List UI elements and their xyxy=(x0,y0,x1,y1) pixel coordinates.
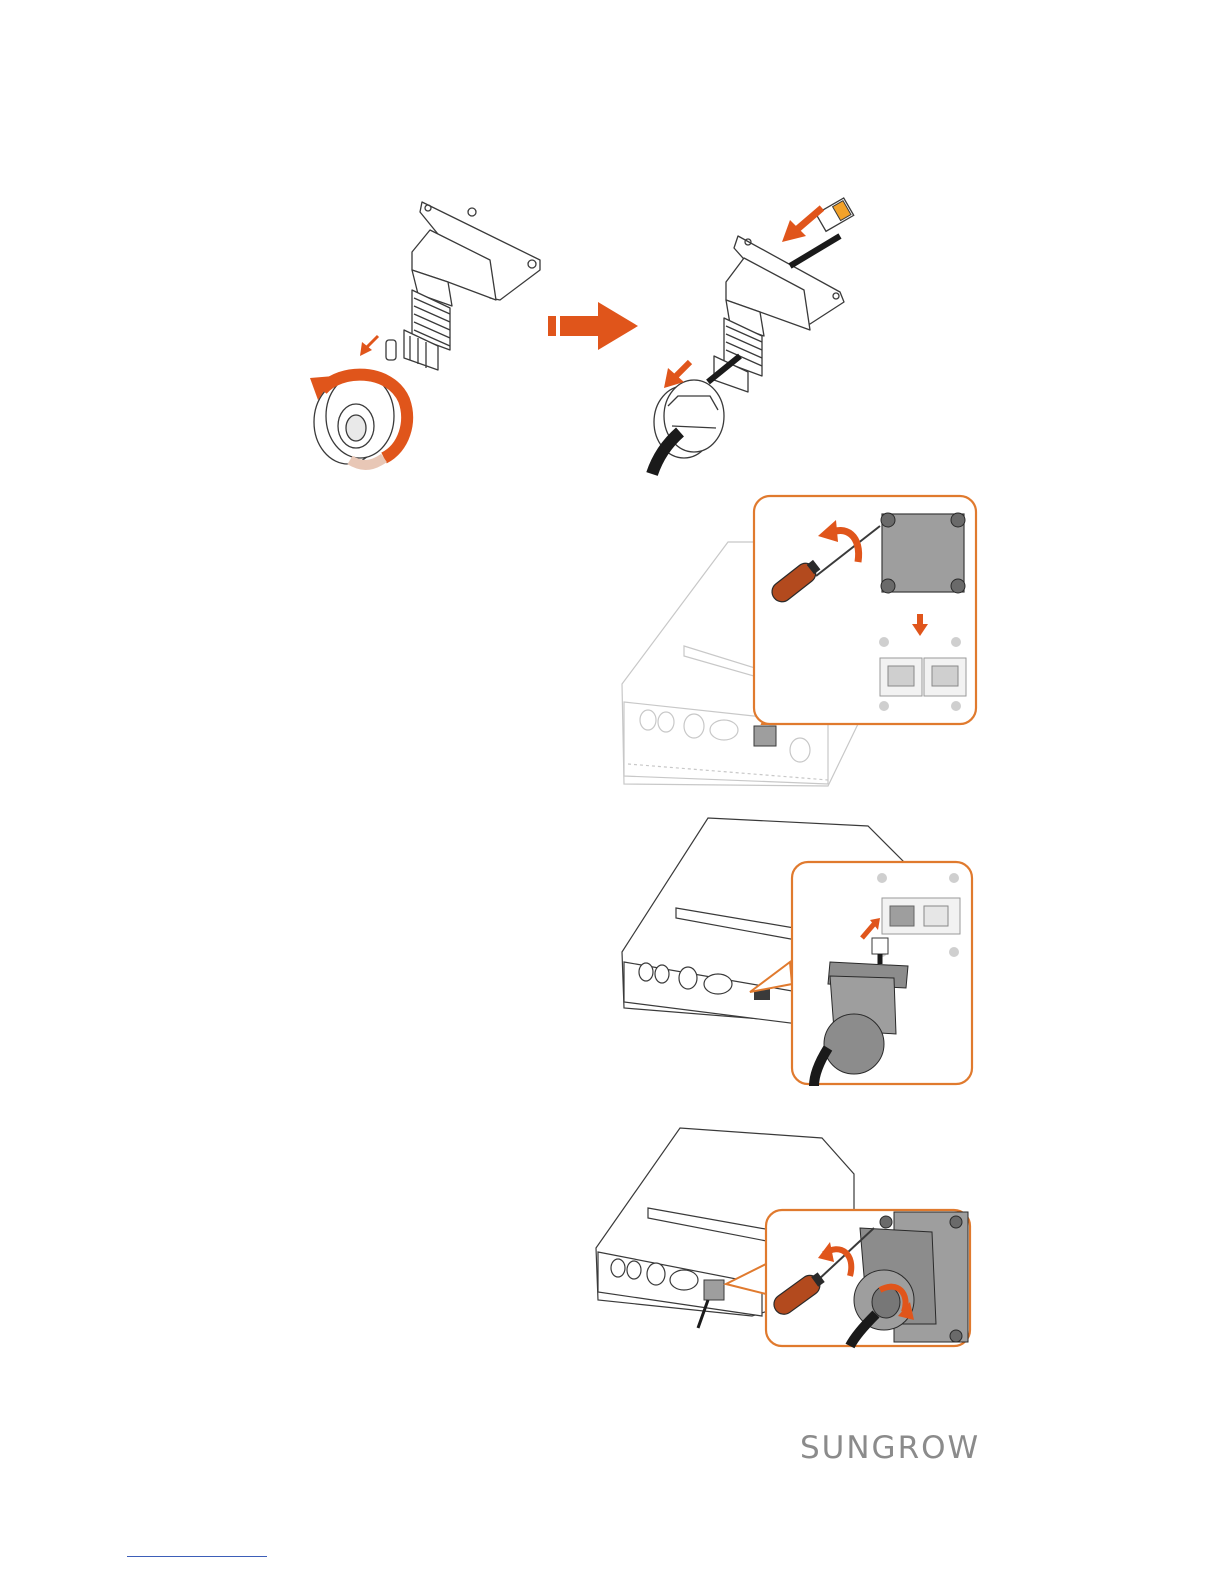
inverter-gland-fastening-icon xyxy=(592,1124,974,1348)
arrow-right-icon xyxy=(548,302,638,350)
figure-step-5 xyxy=(592,1124,974,1348)
rj45-gland-assembly-icon xyxy=(640,196,860,476)
footer-divider xyxy=(127,1556,267,1557)
figure-step-3 xyxy=(618,494,980,790)
inverter-cover-removal-icon xyxy=(618,494,980,790)
cable-gland-disassembly-icon xyxy=(300,190,550,480)
figure-step-2 xyxy=(640,196,860,476)
inverter-rj45-insertion-icon xyxy=(618,812,978,1092)
sungrow-logo: SUNGROW xyxy=(800,1428,1000,1468)
figure-step-1 xyxy=(300,190,550,480)
figure-step-4 xyxy=(618,812,978,1092)
